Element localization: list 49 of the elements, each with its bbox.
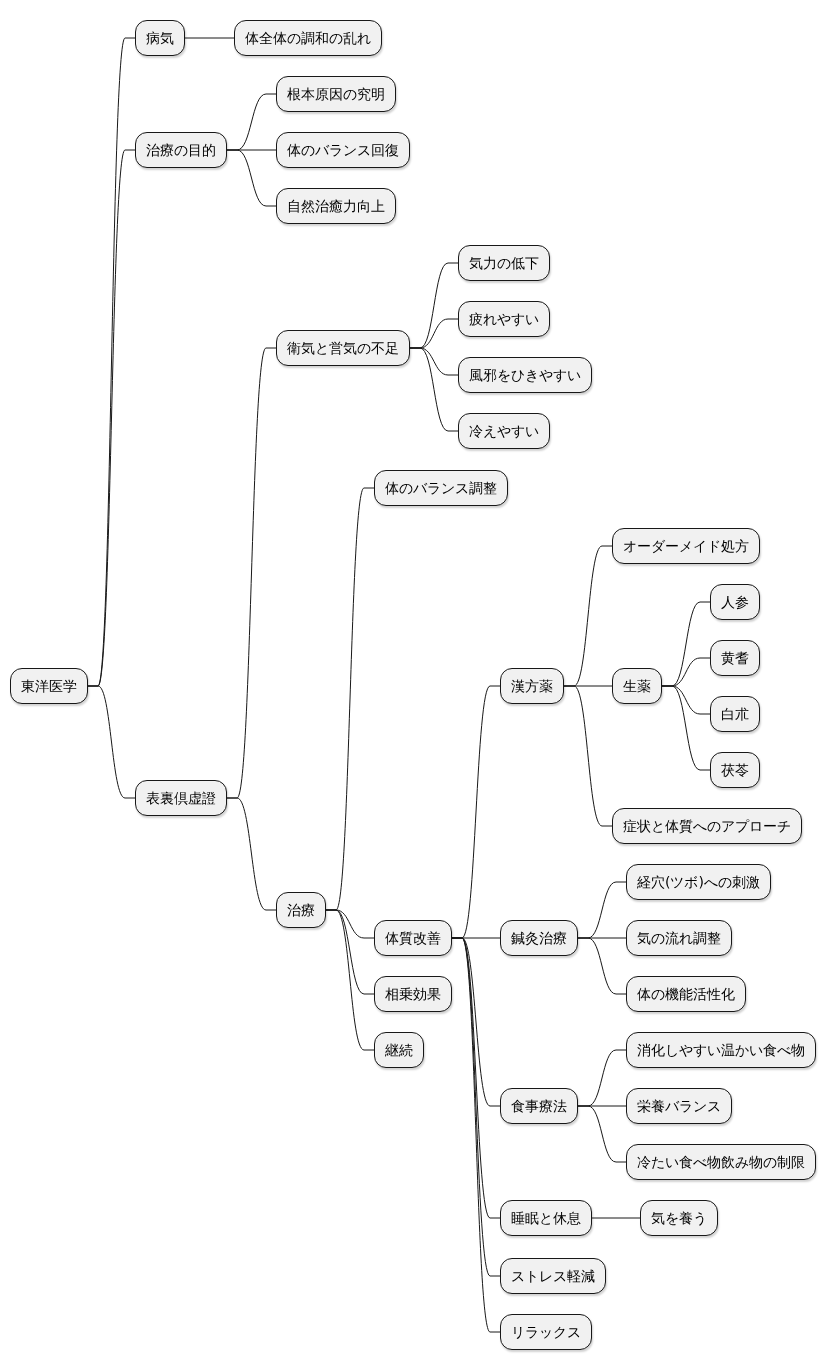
mindmap-node: リラックス <box>500 1314 592 1350</box>
mindmap-node: 体のバランス調整 <box>374 470 508 506</box>
connector-line <box>577 1105 627 1163</box>
mindmap-node: 症状と体質へのアプローチ <box>612 808 802 844</box>
mindmap-node: 体全体の調和の乱れ <box>234 20 382 56</box>
mindmap-node: 冷たい食べ物飲み物の制限 <box>626 1144 816 1180</box>
connector-line <box>563 685 613 827</box>
mindmap-node: 自然治癒力向上 <box>276 188 396 224</box>
connector-line <box>591 1217 641 1219</box>
mindmap-node: 治療 <box>276 892 326 928</box>
mindmap-node: 風邪をひきやすい <box>458 357 592 393</box>
connector-line <box>226 797 277 911</box>
mindmap-node: 茯苓 <box>710 752 760 788</box>
connector-line <box>409 347 459 432</box>
connector-line <box>577 937 627 995</box>
mindmap-node: 経穴(ツボ)への刺激 <box>626 864 771 900</box>
mindmap-node: 鍼灸治療 <box>500 920 578 956</box>
mindmap-node: 治療の目的 <box>135 132 227 168</box>
connector-line <box>226 149 277 207</box>
connector-line <box>184 37 235 39</box>
mindmap-node: 気の流れ調整 <box>626 920 732 956</box>
mindmap-node: 睡眠と休息 <box>500 1200 592 1236</box>
mindmap-node: ストレス軽減 <box>500 1258 606 1294</box>
mindmap-node: 人参 <box>710 584 760 620</box>
connector-line <box>661 685 711 771</box>
mindmap-node: 黄耆 <box>710 640 760 676</box>
mindmap-node: 疲れやすい <box>458 301 550 337</box>
mindmap-node: 衛気と営気の不足 <box>276 330 410 366</box>
mindmap-node: 冷えやすい <box>458 413 550 449</box>
mindmap-node: 根本原因の究明 <box>276 76 396 112</box>
mindmap-node: 体のバランス回復 <box>276 132 410 168</box>
mindmap-node: 東洋医学 <box>10 668 88 704</box>
mindmap-node: 相乗効果 <box>374 976 452 1012</box>
mindmap-node: 表裏倶虚證 <box>135 780 227 816</box>
mindmap-node: 消化しやすい温かい食べ物 <box>626 1032 816 1068</box>
mindmap-node: 体質改善 <box>374 920 452 956</box>
mindmap-node: 継続 <box>374 1032 424 1068</box>
mindmap-node: 体の機能活性化 <box>626 976 746 1012</box>
mindmap-node: 白朮 <box>710 696 760 732</box>
mindmap-node: 生薬 <box>612 668 662 704</box>
connector-line <box>325 909 375 1051</box>
mindmap-node: 気を養う <box>640 1200 718 1236</box>
mindmap-node: オーダーメイド処方 <box>612 528 760 564</box>
mindmap-node: 栄養バランス <box>626 1088 732 1124</box>
mindmap-node: 病気 <box>135 20 185 56</box>
connector-line <box>87 685 136 799</box>
mindmap-node: 漢方薬 <box>500 668 564 704</box>
mindmap-node: 食事療法 <box>500 1088 578 1124</box>
mindmap-node: 気力の低下 <box>458 245 550 281</box>
